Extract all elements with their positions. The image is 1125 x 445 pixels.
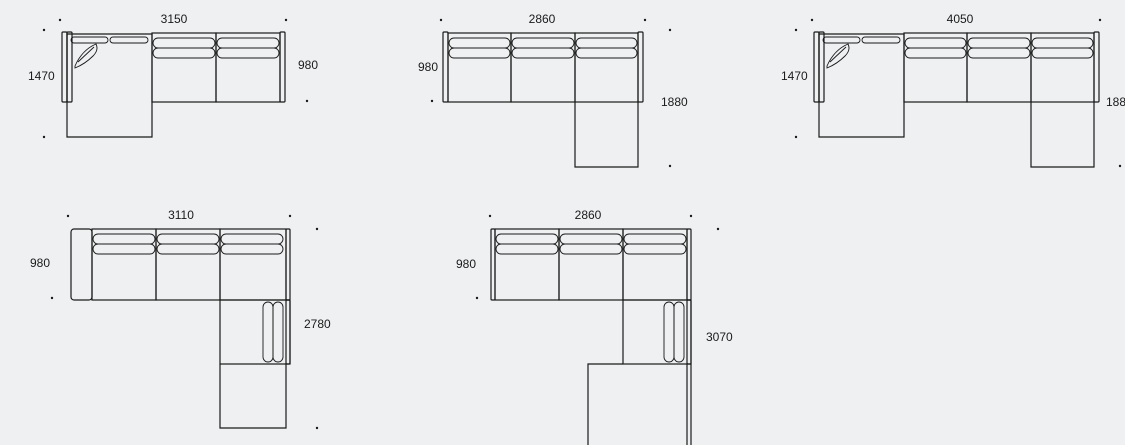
layout-5-width-label: 2860 [575, 208, 602, 222]
layout-5-l-shape-extended: 2860 980 3070 [456, 208, 733, 445]
layout-1-width-label: 3150 [161, 12, 188, 26]
layout-2-sofa [442, 31, 644, 168]
layout-3-chaise-label: 188 [1106, 95, 1125, 109]
layout-4-sofa [70, 228, 291, 429]
layout-1-corner-chaise-left: 3150 980 1470 [28, 12, 318, 139]
corner-markers [794, 18, 1122, 168]
corner-markers [42, 18, 309, 139]
corner-markers [430, 18, 672, 168]
layout-5-chaise-label: 3070 [706, 330, 733, 344]
layout-4-l-shape: 3110 980 2780 [30, 208, 331, 430]
layout-3-width-label: 4050 [947, 12, 974, 26]
layout-5-sofa [490, 228, 692, 445]
layout-2-depth-label: 980 [418, 60, 438, 74]
layout-4-chaise-label: 2780 [304, 317, 331, 331]
layout-2-corner-chaise-right: 2860 980 1880 [418, 12, 688, 168]
layout-4-depth-label: 980 [30, 256, 50, 270]
layout-2-width-label: 2860 [529, 12, 556, 26]
layout-2-chaise-label: 1880 [661, 95, 688, 109]
layout-1-depth-label: 980 [298, 58, 318, 72]
layout-5-depth-label: 980 [456, 257, 476, 271]
corner-markers [50, 214, 319, 430]
layout-3-depth-label: 1470 [781, 69, 808, 83]
layout-4-width-label: 3110 [168, 208, 194, 222]
corner-markers [475, 214, 720, 300]
layout-3-u-shape: 4050 1470 188 [781, 12, 1125, 168]
layout-1-sofa [61, 31, 286, 138]
layout-3-sofa [813, 31, 1100, 168]
layout-1-chaise-label: 1470 [28, 69, 55, 83]
